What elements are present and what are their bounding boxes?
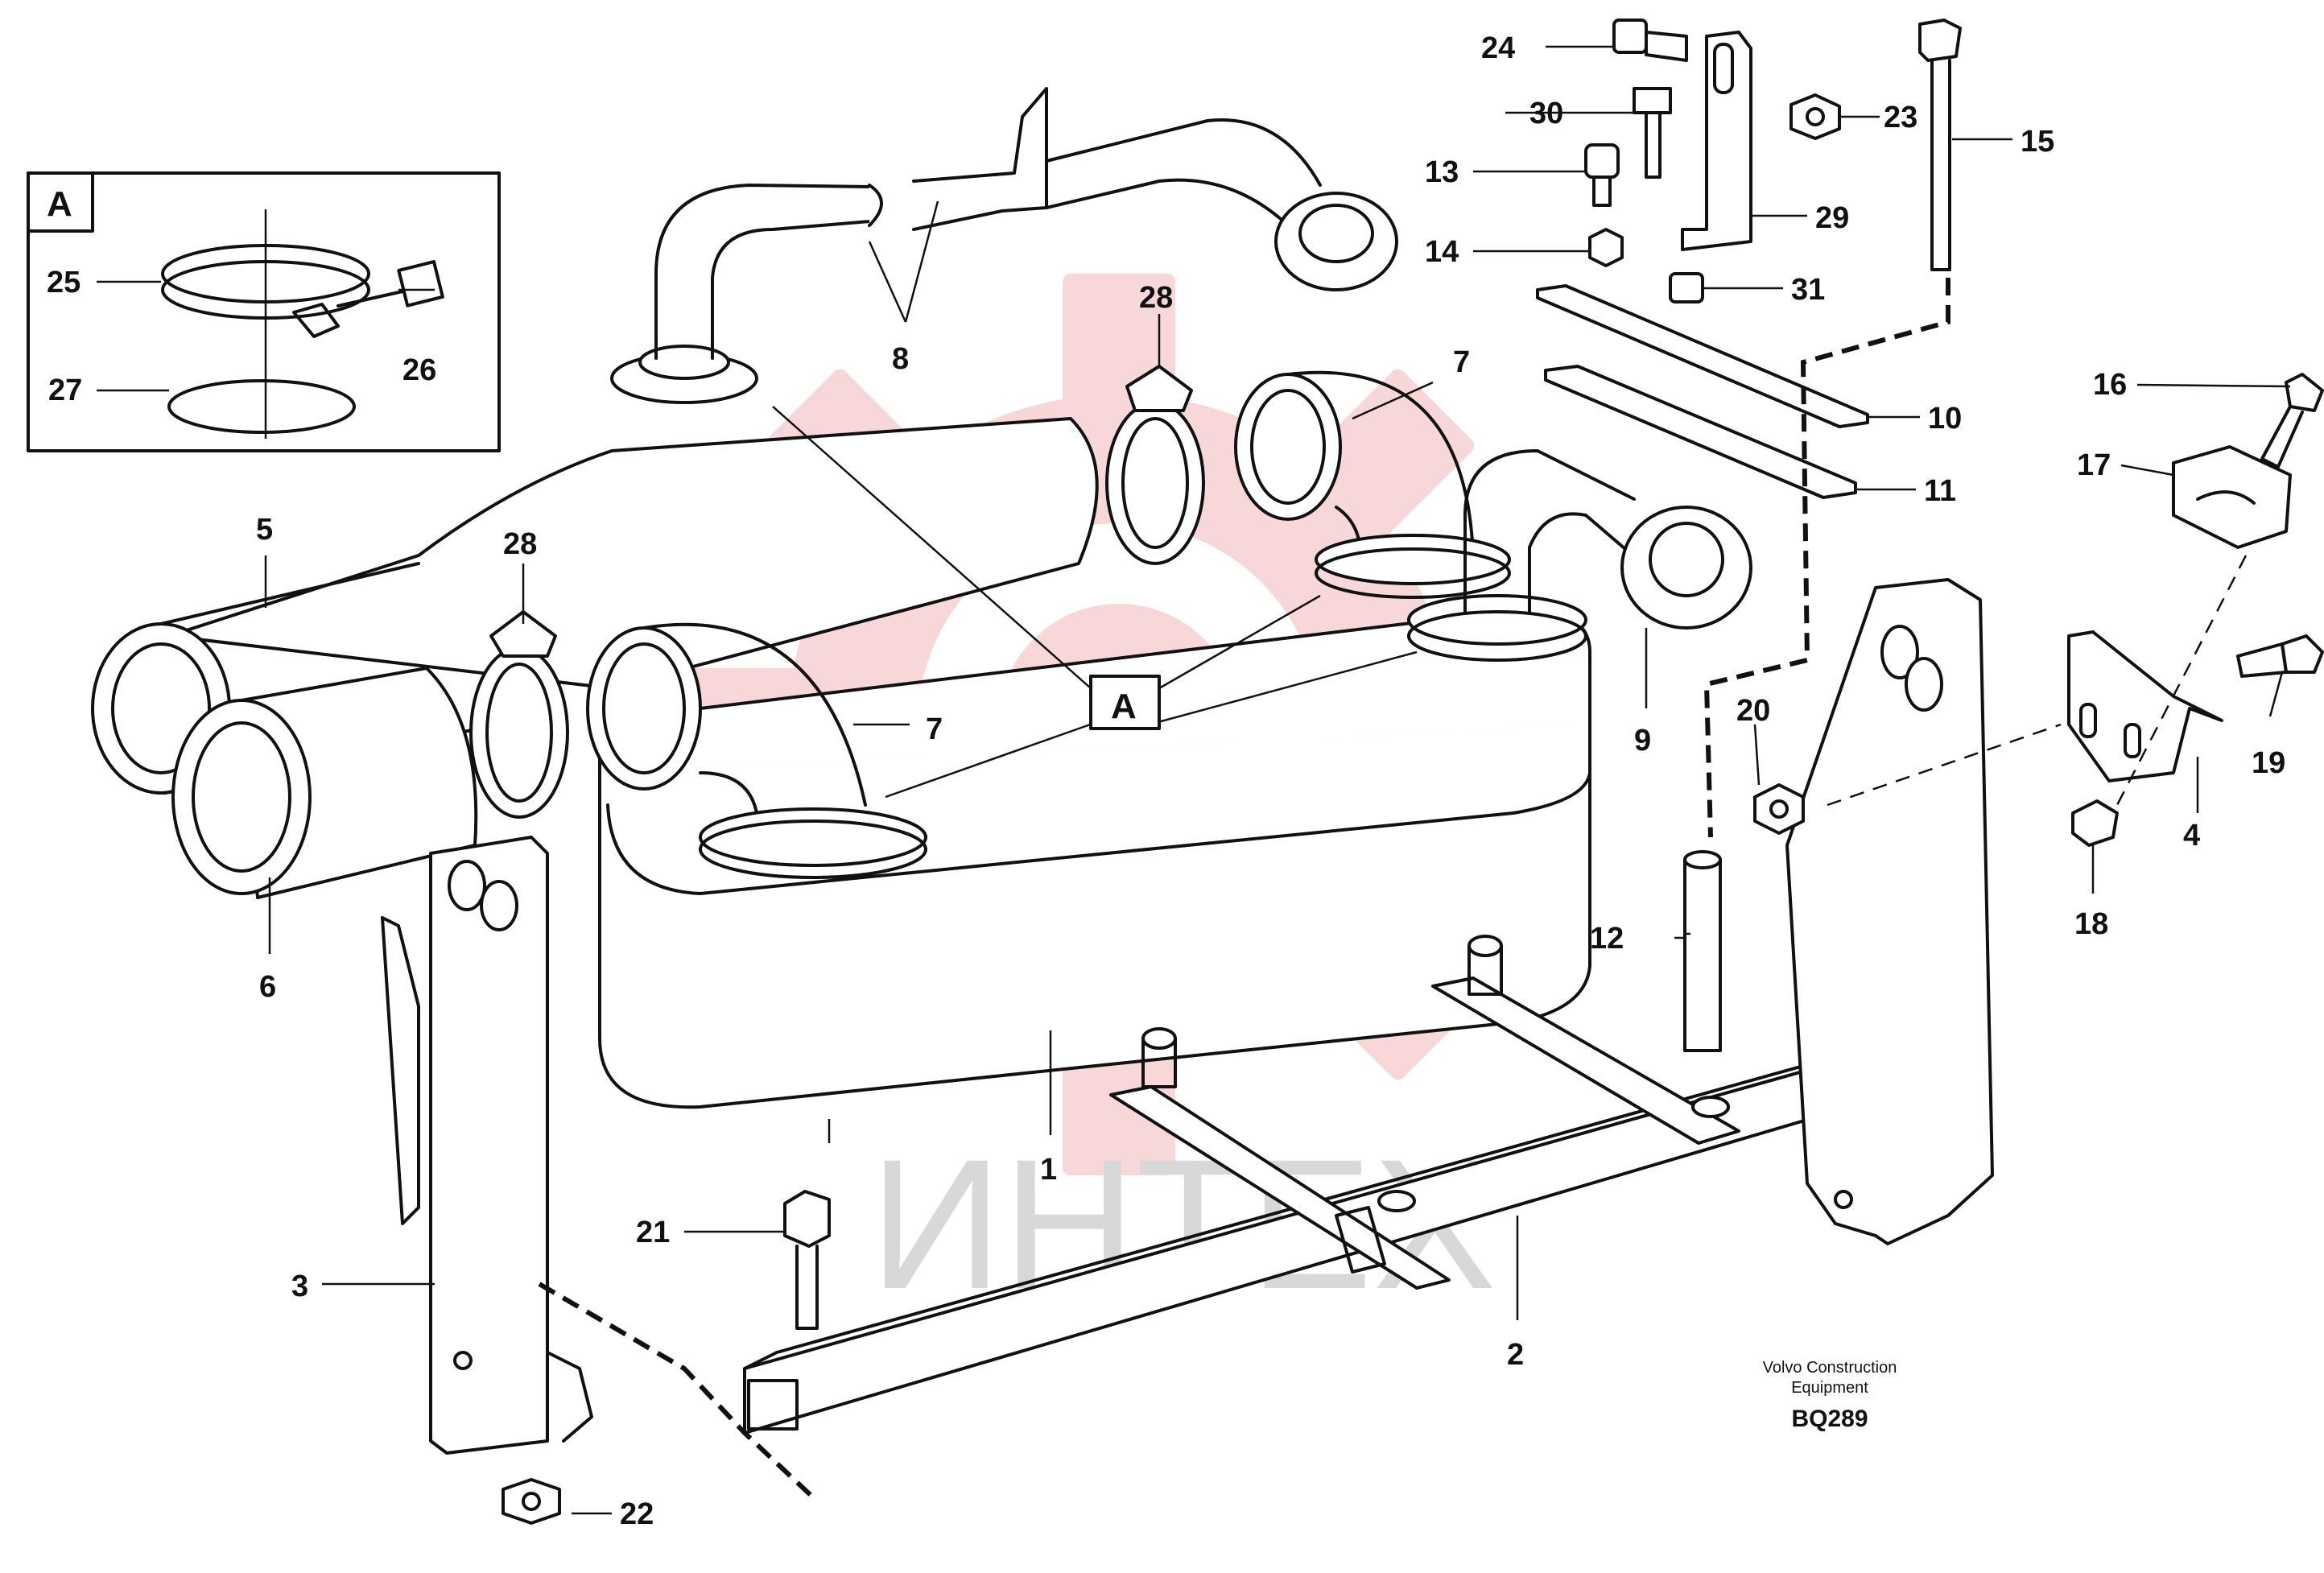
bracket-4 — [2067, 630, 2223, 782]
bracket-3 — [381, 836, 593, 1455]
credit-line-2: Equipment — [1791, 1379, 1868, 1397]
spacer-12 — [1683, 850, 1730, 1118]
callout-1: 1 — [1040, 1153, 1057, 1187]
callout-2: 2 — [1507, 1338, 1524, 1372]
callout-22: 22 — [620, 1497, 654, 1531]
spacer-31 — [1669, 272, 1704, 303]
detail-box-label: A — [47, 184, 72, 224]
callout-15: 15 — [2021, 125, 2054, 159]
callout-17: 17 — [2077, 448, 2111, 482]
callout-6: 6 — [259, 970, 276, 1004]
elbow-7-left — [586, 622, 927, 879]
nut-23 — [1789, 93, 1841, 140]
callout-16: 16 — [2093, 368, 2127, 402]
callout-12: 12 — [1590, 922, 1624, 956]
nut-18 — [2071, 799, 2119, 847]
detail-box-a: A — [27, 171, 501, 452]
pipe-9 — [1407, 449, 1752, 662]
bolt-16 — [2260, 373, 2324, 469]
elbow-7-right — [1234, 370, 1511, 599]
nut-22 — [502, 1478, 561, 1525]
credit-block: Volvo Construction Equipment BQ289 — [1763, 1359, 1897, 1432]
callout-24: 24 — [1481, 31, 1515, 65]
callout-9: 9 — [1634, 724, 1651, 758]
credit-line-1: Volvo Construction — [1763, 1359, 1897, 1377]
bracket-29 — [1681, 31, 1752, 251]
clamp-28-left — [469, 610, 569, 819]
bolt-13 — [1584, 143, 1620, 207]
callout-numbers: 1 2 3 4 5 6 7 7 8 9 10 11 12 13 14 15 16… — [47, 31, 2285, 1531]
callout-10: 10 — [1928, 402, 1962, 436]
callout-27: 27 — [48, 374, 82, 407]
callout-28-left: 28 — [503, 527, 537, 561]
callout-8: 8 — [892, 342, 909, 376]
frame-2 — [743, 935, 1917, 1435]
strip-11 — [1544, 365, 1857, 499]
strip-10 — [1536, 284, 1869, 428]
callout-30: 30 — [1529, 97, 1563, 130]
callout-21: 21 — [636, 1216, 670, 1249]
callout-11: 11 — [1924, 474, 1956, 508]
bolt-30 — [1633, 87, 1672, 179]
callout-29: 29 — [1815, 201, 1849, 235]
callout-7-left: 7 — [926, 712, 943, 746]
callout-28-mid: 28 — [1139, 281, 1173, 315]
callout-18: 18 — [2074, 907, 2108, 941]
callout-7-right: 7 — [1453, 345, 1470, 379]
pipe-6 — [171, 667, 478, 899]
callout-4: 4 — [2183, 819, 2200, 853]
seal-ring-27 — [167, 379, 356, 434]
clamp-28-mid — [1105, 365, 1205, 565]
callout-26: 26 — [402, 353, 436, 387]
pipe-assembly-8 — [610, 87, 1398, 404]
bolt-24 — [1612, 19, 1688, 62]
bolt-19 — [2236, 634, 2324, 678]
callout-14: 14 — [1425, 235, 1459, 269]
detail-a-marker: A — [772, 406, 1418, 799]
drawing-code: BQ289 — [1791, 1406, 1868, 1432]
callout-23: 23 — [1884, 101, 1917, 134]
nut-20 — [1753, 783, 1805, 835]
clip-17 — [2172, 445, 2292, 549]
bolt-15 — [1918, 19, 1962, 271]
detail-a-marker-label: A — [1111, 687, 1137, 726]
callout-leaders — [97, 45, 2291, 1515]
bracket-plate-right — [1785, 578, 1994, 1245]
pipe-5 — [91, 417, 1099, 795]
callout-20: 20 — [1736, 694, 1770, 728]
bolt-21 — [783, 1190, 831, 1330]
callout-3: 3 — [291, 1270, 308, 1303]
assembly-dashes — [538, 278, 2248, 1500]
bolt-26 — [336, 260, 444, 308]
nut-14 — [1588, 228, 1624, 267]
callout-13: 13 — [1425, 155, 1459, 189]
callout-25: 25 — [47, 266, 80, 299]
callout-31: 31 — [1791, 273, 1825, 307]
callout-19: 19 — [2252, 746, 2285, 780]
callout-5: 5 — [256, 513, 273, 547]
